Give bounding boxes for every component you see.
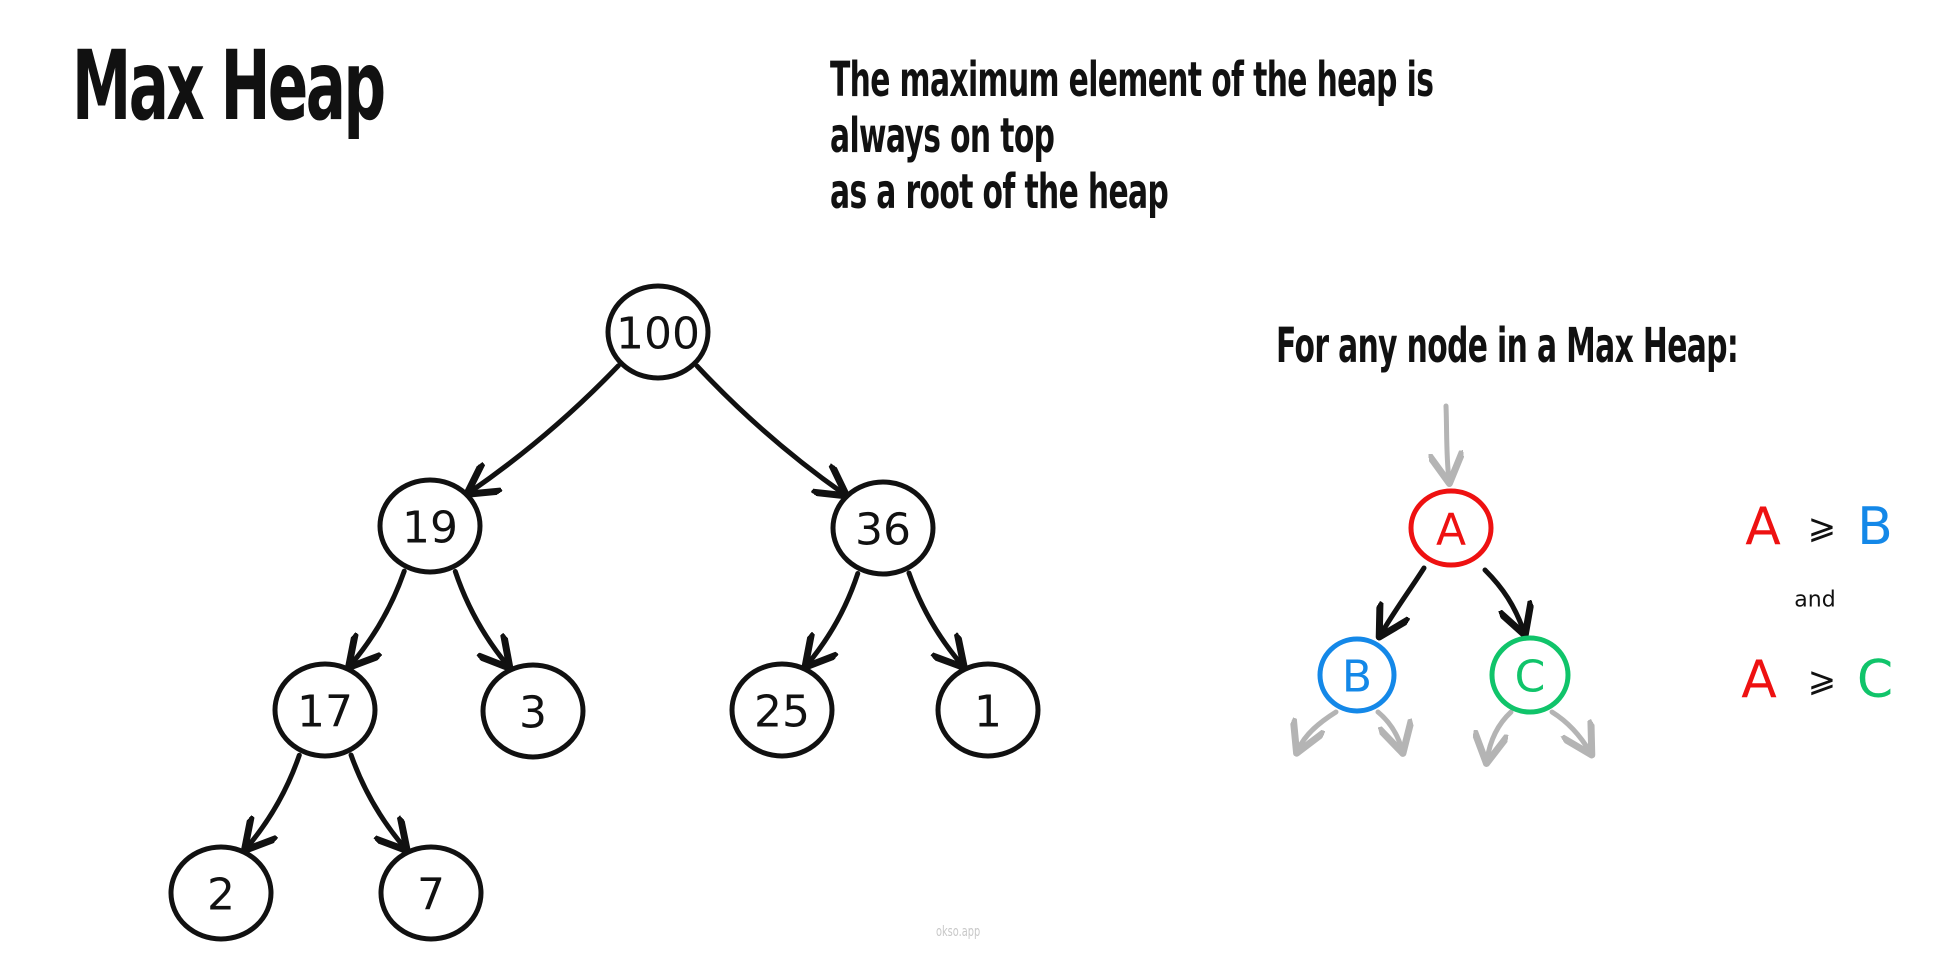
rule-node-c: C [1489, 635, 1571, 715]
heap-node-36-label: 36 [855, 505, 911, 556]
incoming-arrow [1446, 403, 1449, 480]
heap-node-1: 1 [935, 661, 1041, 759]
heap-node-2: 2 [168, 844, 274, 942]
heap-node-3-label: 3 [519, 688, 547, 739]
heap-node-19-label: 19 [402, 503, 458, 554]
heap-edge-n36-n25 [807, 570, 861, 664]
heap-node-100: 100 [605, 283, 711, 381]
heap-node-19: 19 [377, 477, 483, 575]
heap-node-7: 7 [378, 844, 484, 942]
relation-2-left: A [1741, 650, 1777, 710]
heap-node-36: 36 [830, 479, 936, 577]
c-left-out-arrow [1487, 709, 1514, 760]
heap-node-100-label: 100 [616, 309, 700, 360]
heap-nodes: 100 19 36 17 3 25 1 2 7 [168, 283, 1041, 942]
rule-node-a: A [1408, 488, 1494, 568]
relations: A ⩾ B and A ⩾ C [1741, 497, 1893, 710]
heap-node-2-label: 2 [207, 870, 235, 921]
rule-node-b-label: B [1342, 652, 1372, 703]
relation-1-right: B [1857, 497, 1893, 557]
rule-node-c-label: C [1515, 652, 1546, 703]
relation-2-operator: ⩾ [1808, 660, 1837, 700]
heap-node-25-label: 25 [754, 687, 810, 738]
heap-node-17-label: 17 [297, 687, 353, 738]
heap-description-line-2: as a root of the heap [830, 164, 1169, 220]
relation-connector: and [1794, 588, 1835, 613]
rule-diagram: A B C [1298, 403, 1590, 760]
heap-edge-n17-n7 [348, 752, 405, 848]
b-right-out-arrow [1375, 709, 1402, 750]
rule-node-a-label: A [1436, 505, 1466, 556]
heap-edge-n19-n17 [351, 568, 407, 665]
page-title: Max Heap [72, 30, 386, 142]
b-left-out-arrow [1298, 709, 1339, 750]
c-right-out-arrow [1549, 709, 1590, 752]
heap-node-17: 17 [272, 661, 378, 759]
heap-edge-n19-n3 [452, 568, 507, 665]
rule-heading: For any node in a Max Heap: [1276, 318, 1739, 374]
heap-description: The maximum element of the heap is alway… [830, 52, 1512, 220]
relation-1-left: A [1745, 497, 1781, 557]
arrow-a-to-c [1482, 567, 1524, 632]
watermark: okso.app [936, 924, 981, 940]
heap-description-line-1: The maximum element of the heap is alway… [830, 52, 1434, 164]
heap-edge-n100-n36 [694, 363, 844, 494]
relation-1-operator: ⩾ [1808, 507, 1837, 547]
rule-node-b: B [1317, 636, 1397, 714]
heap-edge-n100-n19 [470, 363, 621, 493]
heap-edges [247, 363, 962, 848]
relation-2-right: C [1857, 650, 1893, 710]
heap-edge-n36-n1 [906, 570, 962, 665]
heap-node-25: 25 [729, 661, 835, 759]
arrow-a-to-b [1381, 565, 1427, 634]
heap-node-1-label: 1 [974, 687, 1002, 738]
heap-node-7-label: 7 [417, 870, 445, 921]
heap-edge-n17-n2 [247, 752, 302, 848]
heap-node-3: 3 [480, 662, 586, 760]
